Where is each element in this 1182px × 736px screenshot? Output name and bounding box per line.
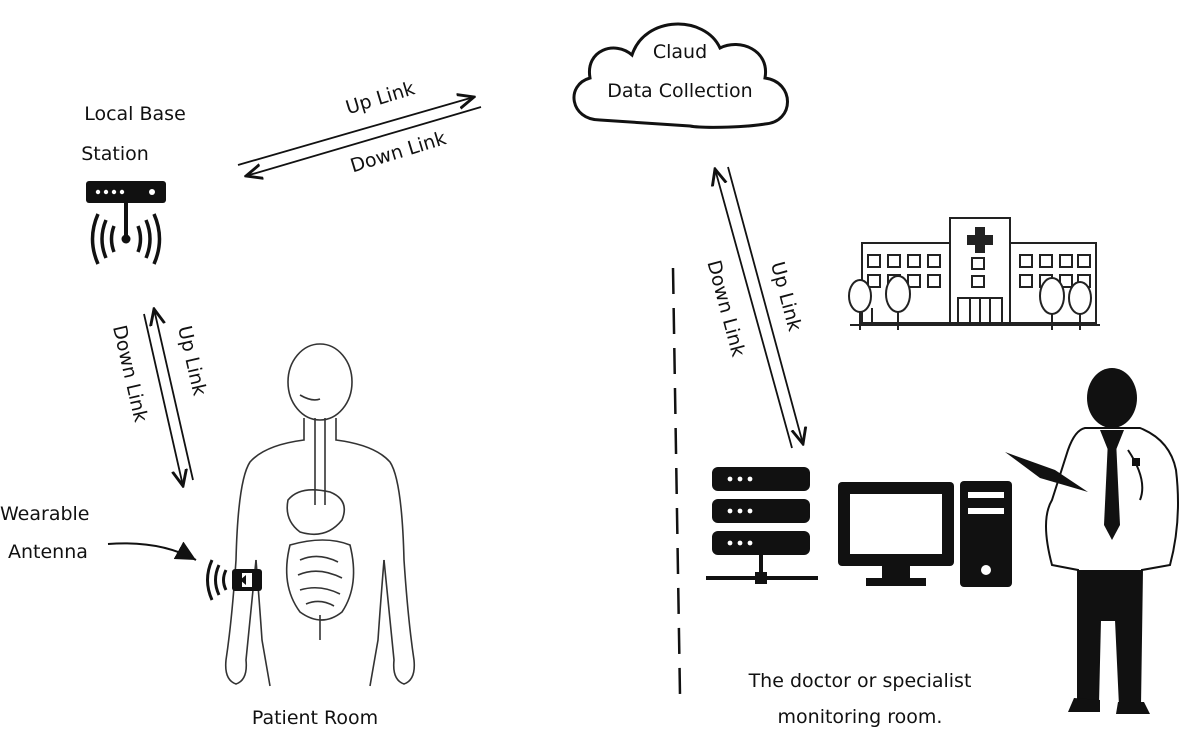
left-link-arrows (143, 309, 194, 486)
right-link-arrows (715, 167, 803, 449)
top-uplink-label: Up Link (343, 77, 417, 119)
doctor-room-label-line1: The doctor or specialist (748, 670, 972, 692)
pc-tower-icon (960, 481, 1012, 587)
wearable-label-line2: Antenna (8, 541, 88, 563)
router-icon (86, 181, 166, 265)
right-downlink-label: Down Link (702, 258, 749, 359)
hospital-icon (848, 217, 1100, 330)
base-station-label-line2: Station (81, 143, 149, 165)
doctor-room-label-line2: monitoring room. (777, 706, 943, 728)
wearable-antenna-icon (206, 559, 262, 601)
room-divider (671, 267, 682, 696)
left-downlink-label: Down Link (108, 323, 152, 424)
wearable-label-line1: Wearable (0, 503, 90, 525)
right-uplink-label: Up Link (766, 259, 806, 333)
base-station-label-line1: Local Base (84, 103, 186, 125)
left-uplink-label: Up Link (173, 324, 210, 398)
doctor-icon (1005, 368, 1179, 714)
patient-room-label: Patient Room (251, 707, 379, 729)
monitor-icon (838, 482, 954, 586)
top-downlink-label: Down Link (348, 127, 449, 177)
cloud-icon (572, 22, 789, 129)
top-link-arrows (237, 97, 482, 176)
human-body-icon (224, 343, 416, 687)
wearable-pointer-arrow (107, 541, 197, 561)
cloud-label-line1: Claud (652, 41, 708, 63)
cloud-label-line2: Data Collection (607, 80, 753, 102)
server-icon (706, 467, 818, 584)
